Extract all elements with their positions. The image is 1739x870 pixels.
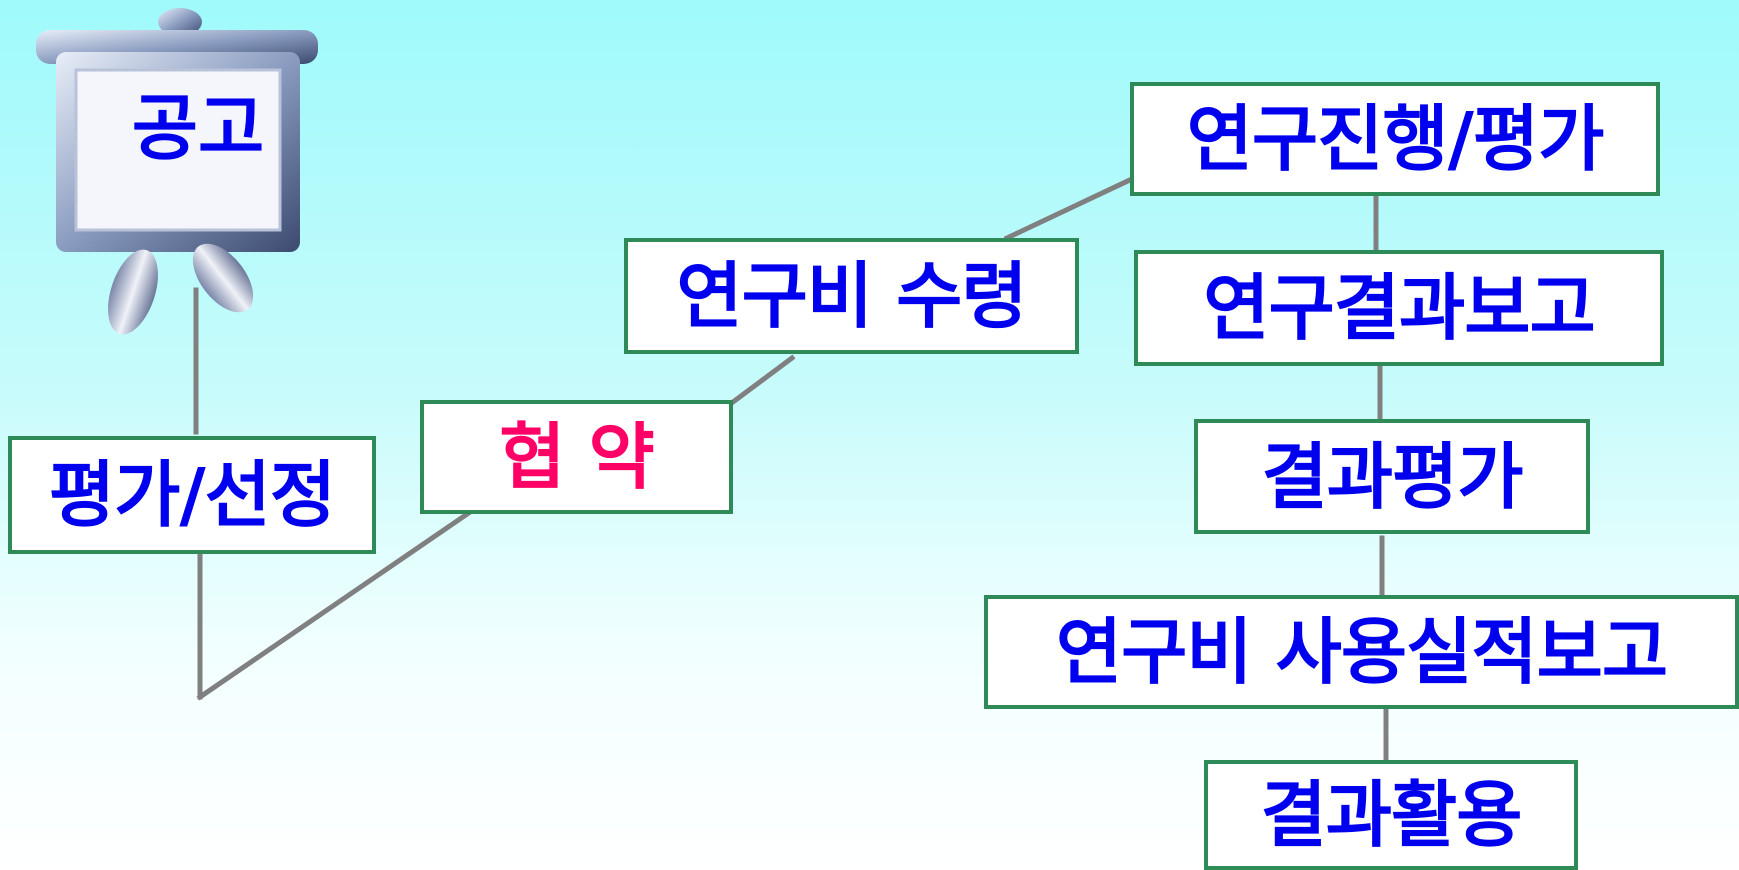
step-progress: 연구진행/평가	[1130, 82, 1660, 196]
step-report-label: 연구결과보고	[1203, 266, 1595, 350]
board-label: 공고	[131, 86, 265, 170]
step-utilization: 결과활용	[1204, 760, 1578, 870]
step-funding-label: 연구비 수령	[676, 254, 1027, 338]
step-utilization-label: 결과활용	[1260, 773, 1523, 857]
step-evaluation: 결과평가	[1194, 419, 1590, 534]
step-report: 연구결과보고	[1134, 250, 1664, 366]
step-funding: 연구비 수령	[624, 238, 1079, 354]
step-expense: 연구비 사용실적보고	[984, 595, 1739, 709]
connector-to-contract	[196, 504, 480, 701]
connector-contract-to-funding	[729, 354, 796, 406]
step-contract-label: 협 약	[499, 415, 655, 499]
step-contract: 협 약	[420, 400, 733, 514]
step-select: 평가/선정	[8, 436, 376, 554]
step-expense-label: 연구비 사용실적보고	[1055, 610, 1668, 694]
presentation-board-icon: 공고	[28, 0, 328, 340]
step-evaluation-label: 결과평가	[1261, 434, 1524, 519]
step-select-label: 평가/선정	[48, 453, 336, 537]
step-progress-label: 연구진행/평가	[1186, 97, 1605, 181]
connector-funding-to-progress	[1003, 174, 1138, 242]
